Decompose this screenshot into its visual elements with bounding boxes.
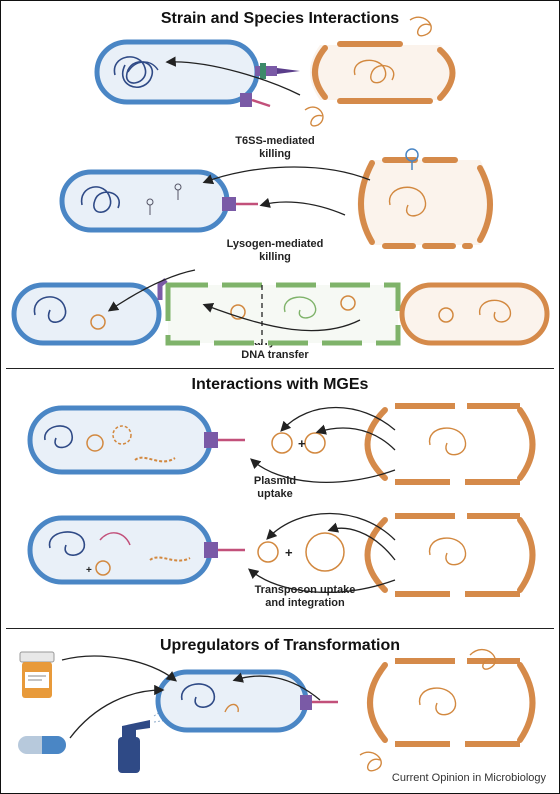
section-divider: [6, 368, 554, 369]
label-line: killing: [259, 251, 291, 263]
blue-cell: [94, 39, 260, 105]
secretion-machinery: [204, 432, 245, 448]
secretion-machinery: [300, 695, 338, 710]
blue-cell: [59, 169, 230, 233]
label-line: killing: [259, 148, 291, 160]
release-arrow: [280, 406, 396, 432]
dna-uptake-arrow: [202, 166, 371, 185]
capsule-icon: [18, 736, 66, 754]
attack-arrow: [259, 197, 346, 216]
phage-icon: [405, 148, 419, 170]
section-title-mges: Interactions with MGEs: [191, 376, 369, 393]
orange-cell: [367, 658, 536, 747]
spray-bottle-icon: [118, 707, 169, 773]
label-line: and integration: [265, 597, 345, 609]
orange-cell: [310, 41, 456, 104]
label-line: Plasmid: [253, 475, 297, 487]
label-line: Transposon uptake: [254, 584, 356, 596]
pill-bottle-icon: [19, 651, 55, 698]
plasmid-icon: [271, 432, 293, 454]
plus-sign: +: [86, 565, 92, 576]
plus-sign: +: [298, 436, 306, 451]
transfer-arrow: [107, 269, 196, 312]
label-line: T6SS-mediated: [235, 135, 315, 147]
dna-uptake-arrow: [165, 56, 301, 96]
free-dna: [359, 751, 382, 772]
release-arrow: [327, 522, 396, 561]
release-arrow: [266, 512, 396, 541]
orange-cell: [364, 403, 536, 485]
source-credit: Current Opinion in Microbiology: [391, 772, 546, 784]
secretion-machinery: [204, 542, 245, 558]
blue-cell: [27, 515, 213, 585]
label-line: uptake: [257, 488, 293, 500]
blue-cell: [27, 405, 213, 475]
secretion-machinery: [222, 197, 258, 211]
section-title-strain-species: Strain and Species Interactions: [160, 10, 400, 27]
free-dna: [409, 16, 432, 37]
transfer-arrow: [202, 302, 361, 332]
orange-cell: [364, 513, 536, 597]
free-dna: [304, 106, 324, 127]
secretion-machinery: [157, 278, 168, 300]
plus-sign: +: [285, 545, 293, 560]
green-cell: [165, 282, 401, 346]
transposon-plasmid-icon: [305, 532, 345, 572]
blue-cell: [155, 669, 309, 733]
section-divider: [6, 628, 554, 629]
free-dna: [469, 648, 496, 670]
t6ss-machinery: [240, 63, 300, 108]
section-title-upregulators: Upregulators of Transformation: [159, 637, 401, 654]
label-line: DNA transfer: [241, 349, 309, 361]
release-arrow: [315, 424, 396, 451]
label-line: Lysogen-mediated: [226, 238, 324, 250]
uptake-arrow: [250, 458, 396, 483]
orange-cell: [357, 157, 493, 249]
stimulus-arrow: [61, 655, 178, 682]
orange-cell: [399, 282, 550, 346]
blue-cell: [11, 282, 162, 346]
plasmid-icon: [257, 541, 279, 563]
plasmid-icon: [304, 432, 326, 454]
uptake-arrow: [248, 568, 396, 593]
stimulus-arrow: [69, 684, 165, 739]
uptake-arrow: [232, 672, 321, 701]
